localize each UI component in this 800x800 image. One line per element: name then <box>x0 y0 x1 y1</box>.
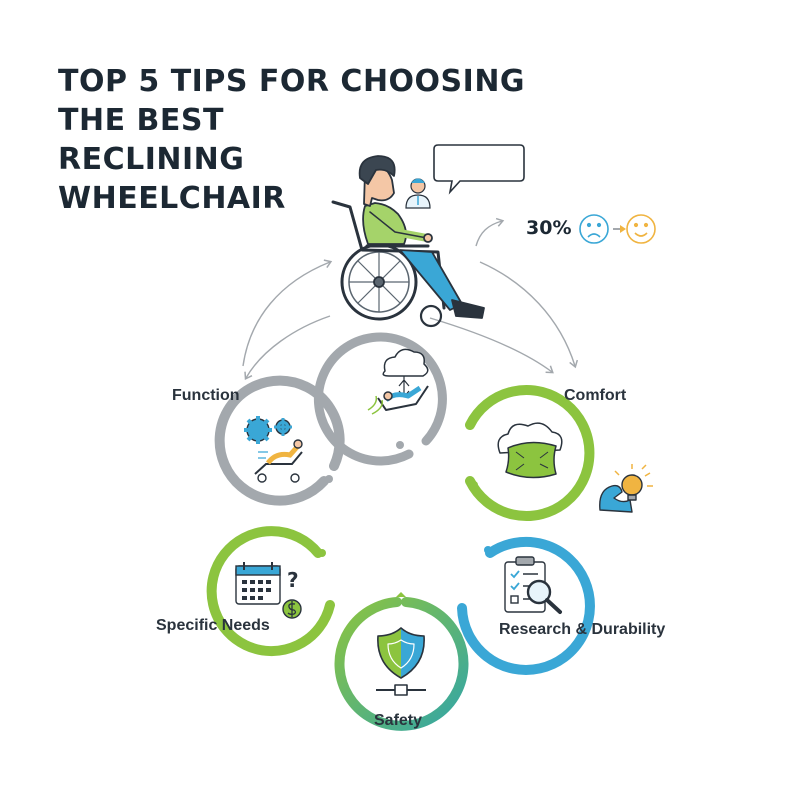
title-line: THE BEST <box>58 103 224 138</box>
flow-arrows <box>242 217 579 381</box>
tip-label-research-durability: Research & Durability <box>499 621 666 638</box>
title-line: WHEELCHAIR <box>58 181 286 216</box>
happy-face-icon <box>626 214 656 244</box>
cloud-recliner-icon <box>367 348 429 415</box>
gears-reclined-person-icon <box>244 416 303 483</box>
sad-face-icon <box>579 214 609 244</box>
center-ring <box>313 332 447 466</box>
research-ring <box>457 536 595 675</box>
title-line: TOP 5 TIPS FOR CHOOSING <box>58 64 526 99</box>
checklist-magnifier-icon <box>504 556 562 614</box>
calendar-money-icon <box>235 562 302 619</box>
function-ring <box>214 375 345 506</box>
safety-ring <box>334 592 469 731</box>
arrow-to-stat <box>475 217 505 247</box>
tip-label-comfort: Comfort <box>564 387 627 404</box>
arrow-down-left <box>244 315 331 381</box>
stat-value: 30% <box>526 217 572 239</box>
page-title: TOP 5 TIPS FOR CHOOSING THE BEST RECLINI… <box>58 62 528 218</box>
arrow-right-icon <box>613 225 626 233</box>
arrow-up-left <box>242 259 333 367</box>
arrow-down-right <box>479 261 579 369</box>
speech-bubble-icon <box>433 144 525 195</box>
strength-lightbulb-icon <box>599 464 653 513</box>
person-in-wheelchair-icon <box>331 155 485 328</box>
arrow-left-right <box>429 317 554 374</box>
tip-label-function: Function <box>172 387 240 404</box>
doctor-icon <box>405 178 431 209</box>
shield-icon <box>376 627 426 696</box>
question-mark-icon: ? <box>287 568 299 592</box>
pillow-cloud-icon <box>497 422 563 479</box>
specific-needs-ring <box>206 526 335 657</box>
tip-label-safety: Safety <box>374 712 423 729</box>
comfort-ring <box>465 385 595 521</box>
tip-label-specific-needs: Specific Needs <box>156 617 270 634</box>
title-line: RECLINING <box>58 142 245 177</box>
